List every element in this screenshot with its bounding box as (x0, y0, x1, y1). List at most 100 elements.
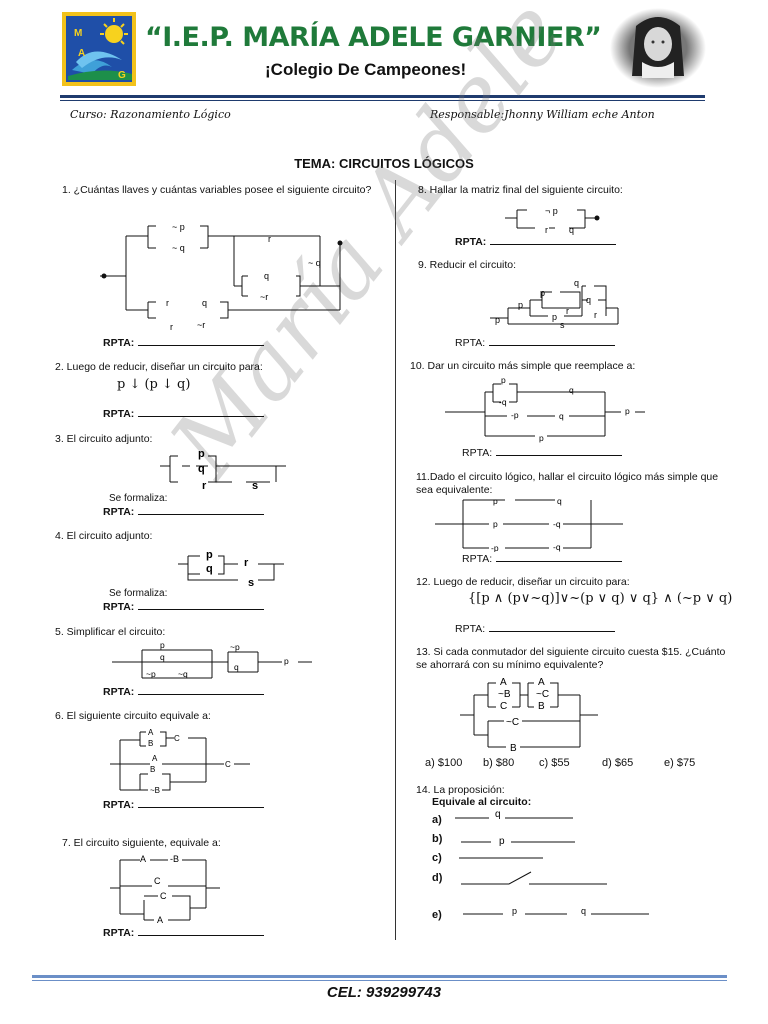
svg-text:q: q (557, 496, 562, 506)
formula-q2: p ↓ (p ↓ q) (117, 377, 191, 392)
svg-text:A: A (538, 677, 545, 688)
option-a-q14[interactable]: a) (432, 814, 442, 826)
svg-text:q: q (198, 463, 205, 475)
option-a-q13[interactable]: a) $100 (425, 757, 463, 769)
svg-text:r: r (268, 234, 271, 244)
answer-line[interactable] (138, 407, 265, 417)
svg-text:~p: ~p (146, 669, 156, 679)
option-c-q14[interactable]: c) (432, 852, 442, 864)
answer-line[interactable] (496, 552, 623, 562)
founder-portrait (608, 6, 708, 90)
circuit-q9: p p p q r s q r p (490, 278, 619, 330)
question-1: 1. ¿Cuántas llaves y cuántas variables p… (62, 184, 372, 196)
answer-line[interactable] (138, 600, 265, 610)
svg-text:p: p (552, 312, 557, 322)
answer-line[interactable] (138, 336, 265, 346)
svg-text:p: p (625, 406, 630, 416)
svg-text:C: C (500, 701, 507, 712)
svg-text:A: A (500, 677, 507, 688)
circuit-q3: p q r s (160, 448, 286, 492)
svg-text:A: A (152, 754, 158, 763)
question-14: 14. La proposición: (416, 784, 505, 796)
option-e-q13[interactable]: e) $75 (664, 757, 696, 769)
svg-text:~q: ~q (178, 669, 188, 679)
svg-text:p: p (518, 300, 523, 310)
svg-text:-q: -q (553, 519, 561, 529)
answer-line[interactable] (138, 926, 265, 936)
svg-text:~B: ~B (498, 689, 511, 700)
svg-text:~ q: ~ q (172, 243, 185, 253)
svg-text:-p: -p (491, 543, 499, 552)
svg-text:G: G (118, 70, 126, 81)
svg-text:C: C (174, 734, 180, 743)
column-divider (395, 180, 396, 940)
answer-8: RPTA: (455, 235, 617, 248)
footer-rule-thin (32, 980, 727, 981)
circuit-q14-b: p (461, 836, 575, 847)
answer-line[interactable] (138, 685, 265, 695)
answer-1: RPTA: (103, 336, 265, 349)
svg-text:B: B (148, 739, 153, 748)
answer-line[interactable] (138, 798, 265, 808)
svg-text:~C: ~C (506, 717, 519, 728)
answer-line[interactable] (490, 235, 617, 245)
answer-line[interactable] (496, 446, 623, 456)
answer-10: RPTA: (462, 446, 623, 459)
svg-text:A: A (148, 728, 154, 737)
svg-text:q: q (586, 295, 591, 305)
formula-q12: {[p ∧ (p∨~q)]∨~(p ∨ q) ∨ q} ∧ (~p ∨ q) (468, 591, 733, 606)
answer-line[interactable] (489, 336, 616, 346)
svg-text:r: r (244, 557, 249, 569)
question-10: 10. Dar un circuito más simple que reemp… (410, 360, 636, 372)
question-7: 7. El circuito siguiente, equivale a: (62, 837, 221, 849)
svg-text:p: p (206, 549, 213, 561)
school-logo: M A G (62, 12, 136, 86)
circuit-q11: p q p -q -p -q (435, 496, 623, 552)
svg-text:p: p (501, 375, 506, 385)
answer-3: RPTA: (103, 505, 265, 518)
option-c-q13[interactable]: c) $55 (539, 757, 570, 769)
circuit-q1: ~ p ~ q r ~ q q ~r r q r ~r (100, 222, 343, 332)
answer-line[interactable] (489, 622, 616, 632)
option-e-q14[interactable]: e) (432, 909, 442, 921)
circuit-q8: ¬ p r q (505, 206, 600, 235)
question-13: 13. Si cada conmutador del siguiente cir… (416, 646, 726, 671)
svg-text:~p: ~p (230, 642, 240, 652)
question-5: 5. Simplificar el circuito: (55, 626, 166, 638)
svg-text:~ q: ~ q (308, 258, 321, 268)
svg-text:p: p (493, 519, 498, 529)
svg-text:p: p (539, 433, 544, 443)
svg-text:-p: -p (511, 410, 519, 420)
svg-text:~r: ~r (197, 320, 205, 330)
answer-7: RPTA: (103, 926, 265, 939)
circuit-q14-e: p q (463, 906, 649, 916)
svg-text:q: q (234, 662, 239, 672)
answer-4: RPTA: (103, 600, 265, 613)
question-2: 2. Luego de reducir, diseñar un circuito… (55, 361, 263, 373)
svg-text:M: M (74, 28, 82, 39)
svg-text:B: B (150, 765, 155, 774)
page-title: TEMA: CIRCUITOS LÓGICOS (294, 156, 474, 171)
option-d-q14[interactable]: d) (432, 872, 443, 884)
svg-text:p: p (198, 448, 205, 460)
option-b-q14[interactable]: b) (432, 833, 443, 845)
answer-12: RPTA: (455, 622, 616, 635)
question-9: 9. Reducir el circuito: (418, 259, 517, 271)
svg-text:p: p (284, 656, 289, 666)
svg-text:p: p (512, 906, 517, 916)
circuit-q13: A ~B C A ~C B ~C B (460, 677, 598, 753)
question-12: 12. Luego de reducir, diseñar un circuit… (416, 576, 630, 588)
svg-text:p: p (499, 836, 505, 847)
option-b-q13[interactable]: b) $80 (483, 757, 515, 769)
question-14-sub: Equivale al circuito: (432, 796, 532, 808)
question-4: 4. El circuito adjunto: (55, 530, 153, 542)
svg-text:B: B (538, 701, 545, 712)
question-3: 3. El circuito adjunto: (55, 433, 153, 445)
option-d-q13[interactable]: d) $65 (602, 757, 634, 769)
circuit-q14-d (461, 871, 607, 885)
svg-text:p: p (493, 496, 498, 506)
answer-line[interactable] (138, 505, 265, 515)
svg-text:q: q (206, 563, 213, 575)
svg-text:-q: -q (499, 397, 507, 407)
circuit-q10: p -q q -p q p p (445, 375, 645, 443)
